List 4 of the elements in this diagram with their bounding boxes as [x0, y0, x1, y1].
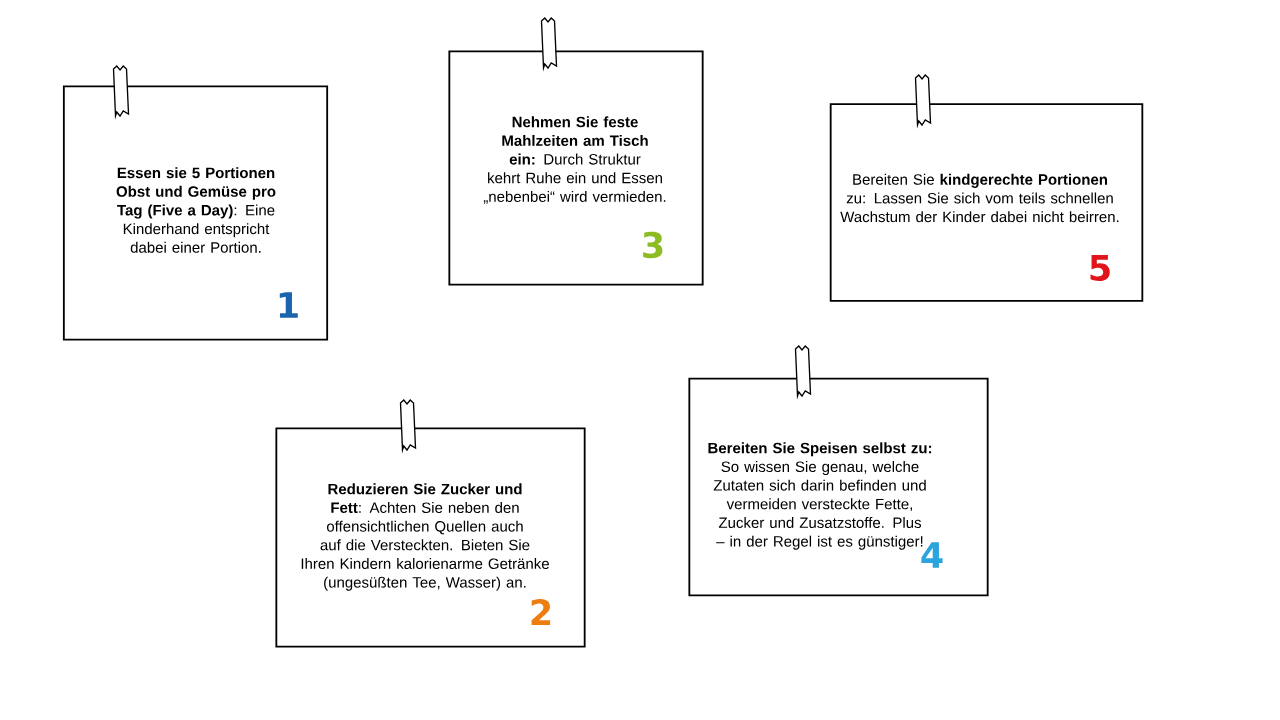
step-number: 5	[1090, 255, 1110, 281]
step-number: 2	[531, 599, 551, 625]
step-number: 1	[279, 292, 298, 318]
step-number: 3	[643, 231, 663, 259]
